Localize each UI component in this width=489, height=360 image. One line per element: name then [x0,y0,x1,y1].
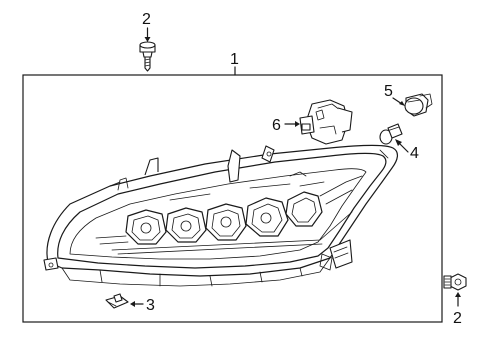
callout-label-1: 1 [230,51,239,68]
clip-nut [105,293,129,309]
callout-5: 5 [384,83,405,106]
callout-label-5: 5 [384,83,393,100]
led-pocket-2 [165,207,207,243]
callout-label-6: 6 [272,117,281,134]
callout-1: 1 [230,51,239,76]
assembly-frame [22,74,443,323]
callout-2-right: 2 [453,292,462,327]
led-pocket-3 [205,203,247,241]
led-pocket-4 [245,197,289,237]
bulb-socket [299,99,353,145]
callout-6: 6 [272,117,300,134]
headlamp-housing [43,144,398,287]
callout-label-4: 4 [410,145,419,162]
callout-3: 3 [130,297,155,314]
callout-4: 4 [395,139,419,162]
callout-2-top: 2 [142,11,151,42]
small-bulb [379,123,403,145]
callout-label-3: 3 [146,297,155,314]
bolt-right [443,273,467,291]
callout-label-2-top: 2 [142,11,151,28]
led-pocket-5 [285,191,323,227]
bolt-top [139,41,156,72]
led-pocket-1 [125,209,167,245]
wedge-bulb [404,93,433,117]
callout-label-2-right: 2 [453,310,462,327]
